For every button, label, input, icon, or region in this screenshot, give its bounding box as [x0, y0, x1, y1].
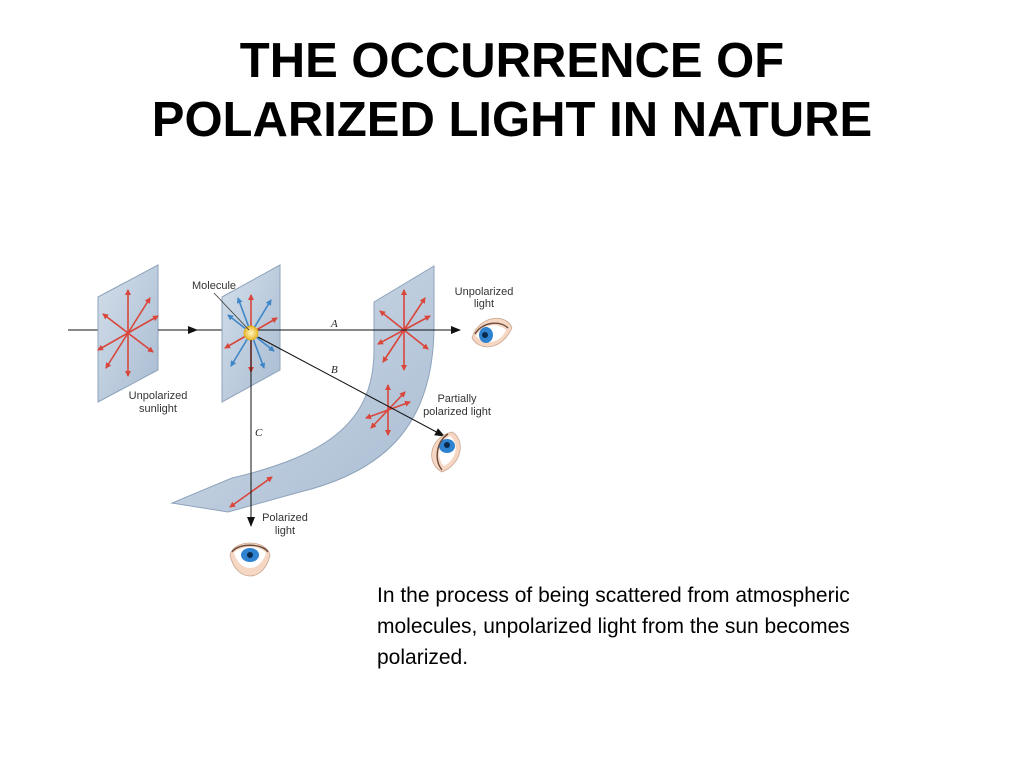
label-polarized-light-1: Polarized — [262, 512, 308, 524]
caption-line-1: In the process of being scattered from a… — [377, 584, 850, 607]
label-partially-polarized-1: Partially — [437, 393, 477, 405]
caption-line-2: molecules, unpolarized light from the su… — [377, 615, 850, 638]
label-molecule: Molecule — [192, 280, 236, 292]
label-polarized-light-2: light — [275, 525, 295, 537]
molecule-leader-line — [213, 292, 250, 331]
caption-line-3: polarized. — [377, 646, 469, 669]
eye-icon — [471, 317, 513, 348]
title-line-1: THE OCCURRENCE OF — [239, 34, 785, 88]
red-arrows-panel-1 — [97, 289, 159, 377]
curved-screen — [170, 265, 435, 513]
panel-molecule — [221, 264, 281, 403]
label-unpolarized-light-1: Unpolarized — [455, 286, 514, 298]
label-ray-a: A — [330, 318, 338, 330]
red-arrows-screen-top — [377, 289, 431, 371]
red-arrow-screen-bottom — [229, 476, 273, 508]
label-ray-b: B — [331, 364, 338, 376]
page-title: THE OCCURRENCE OF POLARIZED LIGHT IN NAT… — [0, 32, 1024, 150]
eye-icon — [431, 431, 461, 473]
label-partially-polarized-2: polarized light — [423, 406, 491, 418]
figure-caption: In the process of being scattered from a… — [377, 580, 977, 673]
eye-icon — [229, 542, 271, 577]
label-unpolarized-sunlight-2: sunlight — [139, 403, 177, 415]
label-unpolarized-light-2: light — [474, 298, 494, 310]
ray-b — [257, 336, 445, 437]
panel-unpolarized-sunlight — [97, 264, 159, 403]
title-line-2: POLARIZED LIGHT IN NATURE — [151, 93, 873, 147]
label-ray-c: C — [255, 427, 263, 439]
label-unpolarized-sunlight-1: Unpolarized — [129, 390, 188, 402]
molecule-dot — [243, 325, 259, 341]
